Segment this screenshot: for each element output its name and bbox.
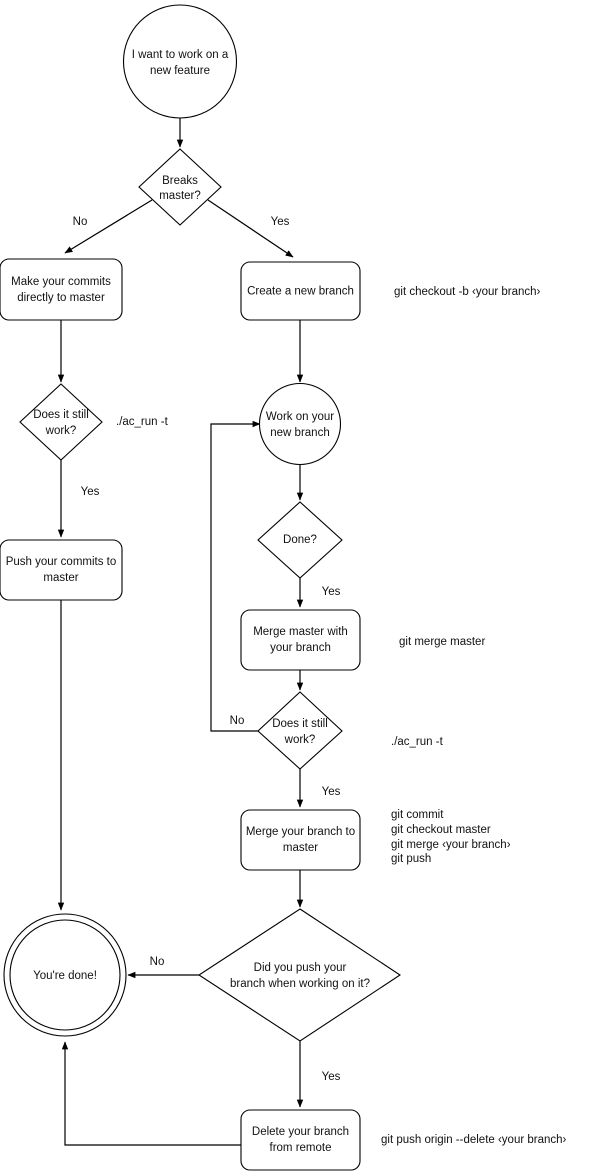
merge-branch-rect-shape bbox=[240, 809, 361, 871]
edge-label-work-right-no: No bbox=[230, 715, 245, 727]
node-make-commits[interactable]: Make your commits directly to master bbox=[0, 258, 123, 321]
youre-done-outer-circle-shape bbox=[3, 913, 127, 1037]
start-label-line2: new feature bbox=[150, 65, 210, 77]
youre-done-label: You're done! bbox=[33, 970, 97, 982]
merge-master-label-line2: your branch bbox=[270, 642, 331, 654]
breaks-master-label-line1: Breaks bbox=[162, 175, 198, 187]
done-diamond-shape bbox=[257, 501, 343, 579]
command-checkout-branch: git checkout -b ‹your branch› bbox=[394, 286, 541, 298]
merge-master-label-line1: Merge master with bbox=[253, 626, 348, 638]
command-merge-group-2: git checkout master bbox=[391, 824, 491, 836]
node-merge-branch[interactable]: Merge your branch to master bbox=[240, 809, 361, 871]
make-commits-label-line1: Make your commits bbox=[11, 276, 111, 288]
push-commits-label-line2: master bbox=[43, 572, 78, 584]
start-circle-shape bbox=[122, 4, 238, 119]
command-merge-group-4: git push bbox=[391, 853, 431, 865]
does-it-still-work-right-diamond-shape bbox=[257, 691, 343, 770]
node-delete-branch[interactable]: Delete your branch from remote bbox=[240, 1109, 361, 1171]
node-does-it-still-work-left[interactable]: Does it still work? bbox=[19, 383, 103, 461]
start-label-line1: I want to work on a bbox=[132, 49, 229, 61]
work-branch-circle-shape bbox=[258, 382, 342, 466]
did-you-push-label-line1: Did you push your bbox=[254, 962, 347, 974]
did-you-push-label-line2: branch when working on it? bbox=[230, 978, 370, 990]
create-branch-rect-shape bbox=[240, 261, 361, 321]
edge-label-done-yes: Yes bbox=[322, 586, 341, 598]
command-merge-group-3: git merge ‹your branch› bbox=[391, 839, 511, 851]
node-youre-done[interactable]: You're done! bbox=[3, 913, 127, 1037]
make-commits-label-line2: directly to master bbox=[17, 292, 105, 304]
edge-delete-branch-to-youre-done bbox=[61, 1041, 241, 1146]
connector-layer bbox=[57, 118, 304, 1146]
edge-label-breaks-yes: Yes bbox=[271, 216, 290, 228]
done-label: Done? bbox=[283, 534, 317, 546]
node-does-it-still-work-right[interactable]: Does it still work? bbox=[257, 691, 343, 770]
command-ac-run-left: ./ac_run -t bbox=[116, 416, 169, 428]
command-annotation-layer: git checkout -b ‹your branch› ./ac_run -… bbox=[116, 286, 567, 1146]
breaks-master-diamond-shape bbox=[138, 148, 222, 226]
node-done[interactable]: Done? bbox=[257, 501, 343, 579]
work-branch-label-line1: Work on your bbox=[266, 411, 334, 423]
command-delete-remote: git push origin --delete ‹your branch› bbox=[381, 1134, 567, 1146]
node-did-you-push[interactable]: Did you push your branch when working on… bbox=[197, 908, 401, 1042]
does-it-still-work-left-label-line1: Does it still bbox=[33, 409, 89, 421]
edge-label-push-no: No bbox=[150, 956, 165, 968]
command-merge-group-1: git commit bbox=[391, 809, 444, 821]
node-work-branch[interactable]: Work on your new branch bbox=[258, 382, 342, 466]
delete-branch-rect-shape bbox=[240, 1109, 361, 1171]
edge-label-left-work-yes: Yes bbox=[81, 486, 100, 498]
create-branch-label: Create a new branch bbox=[247, 286, 354, 298]
merge-master-rect-shape bbox=[240, 609, 361, 671]
command-merge-master: git merge master bbox=[399, 636, 485, 648]
work-branch-label-line2: new branch bbox=[270, 427, 329, 439]
make-commits-rect-shape bbox=[0, 258, 123, 321]
node-start[interactable]: I want to work on a new feature bbox=[122, 4, 238, 119]
does-it-still-work-right-label-line1: Does it still bbox=[272, 718, 328, 730]
does-it-still-work-left-label-line2: work? bbox=[45, 425, 77, 437]
edge-label-work-right-yes: Yes bbox=[322, 786, 341, 798]
node-create-branch[interactable]: Create a new branch bbox=[240, 261, 361, 321]
merge-branch-label-line2: master bbox=[283, 842, 318, 854]
does-it-still-work-left-diamond-shape bbox=[19, 383, 103, 461]
edge-label-push-yes: Yes bbox=[322, 1071, 341, 1083]
node-breaks-master[interactable]: Breaks master? bbox=[138, 148, 222, 226]
delete-branch-label-line1: Delete your branch bbox=[252, 1126, 349, 1138]
command-ac-run-right: ./ac_run -t bbox=[391, 736, 444, 748]
edge-label-breaks-no: No bbox=[73, 216, 88, 228]
delete-branch-label-line2: from remote bbox=[270, 1142, 332, 1154]
node-merge-master[interactable]: Merge master with your branch bbox=[240, 609, 361, 671]
node-push-commits[interactable]: Push your commits to master bbox=[0, 539, 123, 601]
did-you-push-diamond-shape bbox=[197, 908, 401, 1042]
merge-branch-label-line1: Merge your branch to bbox=[246, 826, 355, 838]
push-commits-label-line1: Push your commits to bbox=[6, 556, 117, 568]
edge-does-it-work-no-loop-to-work-branch bbox=[210, 420, 261, 732]
breaks-master-label-line2: master? bbox=[159, 190, 201, 202]
youre-done-inner-circle-shape bbox=[9, 919, 121, 1031]
edge-label-layer: No Yes Yes Yes No Yes No Yes bbox=[73, 216, 341, 1083]
edge-breaks-yes-to-create-branch bbox=[207, 199, 294, 258]
edge-breaks-no-to-make-commits bbox=[64, 199, 153, 254]
push-commits-rect-shape bbox=[0, 539, 123, 601]
does-it-still-work-right-label-line2: work? bbox=[284, 734, 316, 746]
